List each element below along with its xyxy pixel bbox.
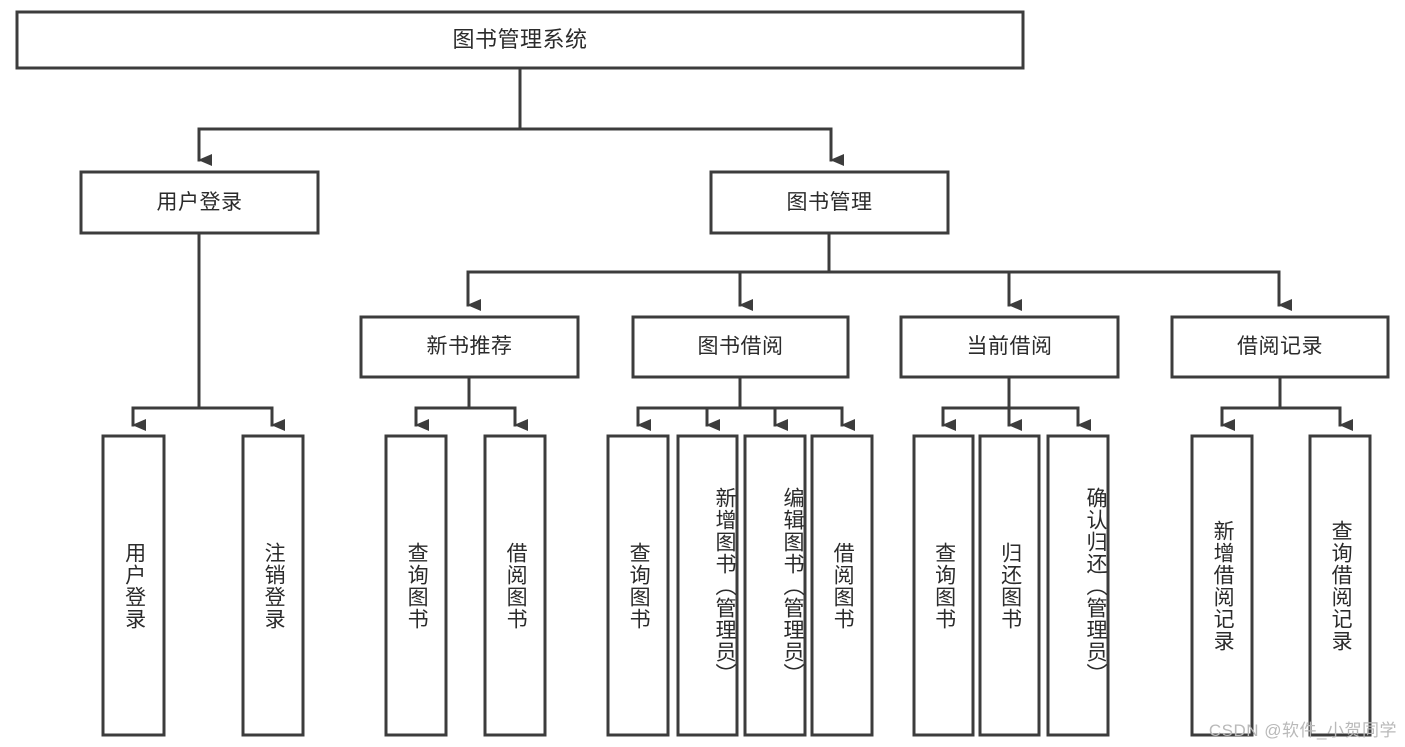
leaf-box-borrow-book-2 xyxy=(810,434,874,737)
connector-userlogin-to-leaves xyxy=(131,231,285,431)
connector-root-to-level2 xyxy=(197,66,844,166)
node-box-book-manage xyxy=(709,170,950,235)
connector-newbook-to-leaves xyxy=(414,375,528,431)
connector-bookmanage-to-level3 xyxy=(466,231,1292,311)
leaf-box-edit-book xyxy=(743,434,807,737)
connector-borrowrecord-to-leaves xyxy=(1220,375,1353,431)
connector-bookborrow-to-leaves xyxy=(636,375,855,431)
leaf-box-query-book-1 xyxy=(384,434,448,737)
leaf-box-add-book xyxy=(676,434,739,737)
node-box-user-login xyxy=(79,170,320,235)
leaf-box-return-book xyxy=(978,434,1041,737)
node-box-root xyxy=(15,10,1025,70)
csdn-watermark: CSDN @软件_小贺同学 xyxy=(1208,721,1397,740)
node-box-book-borrow xyxy=(631,315,850,379)
leaf-box-borrow-book-1 xyxy=(483,434,547,737)
connector-currentborrow-to-leaves xyxy=(941,375,1091,431)
node-box-new-book-rec xyxy=(359,315,580,379)
leaf-box-logout xyxy=(241,434,305,737)
node-box-current-borrow xyxy=(899,315,1120,379)
leaf-box-query-book-2 xyxy=(606,434,670,737)
leaf-box-confirm-return xyxy=(1046,434,1110,737)
node-box-borrow-record xyxy=(1170,315,1390,379)
leaf-box-add-record xyxy=(1190,434,1254,737)
node-rectangles xyxy=(15,10,1390,737)
leaf-box-query-record xyxy=(1308,434,1372,737)
leaf-box-user-login xyxy=(101,434,166,737)
leaf-box-query-book-3 xyxy=(912,434,975,737)
